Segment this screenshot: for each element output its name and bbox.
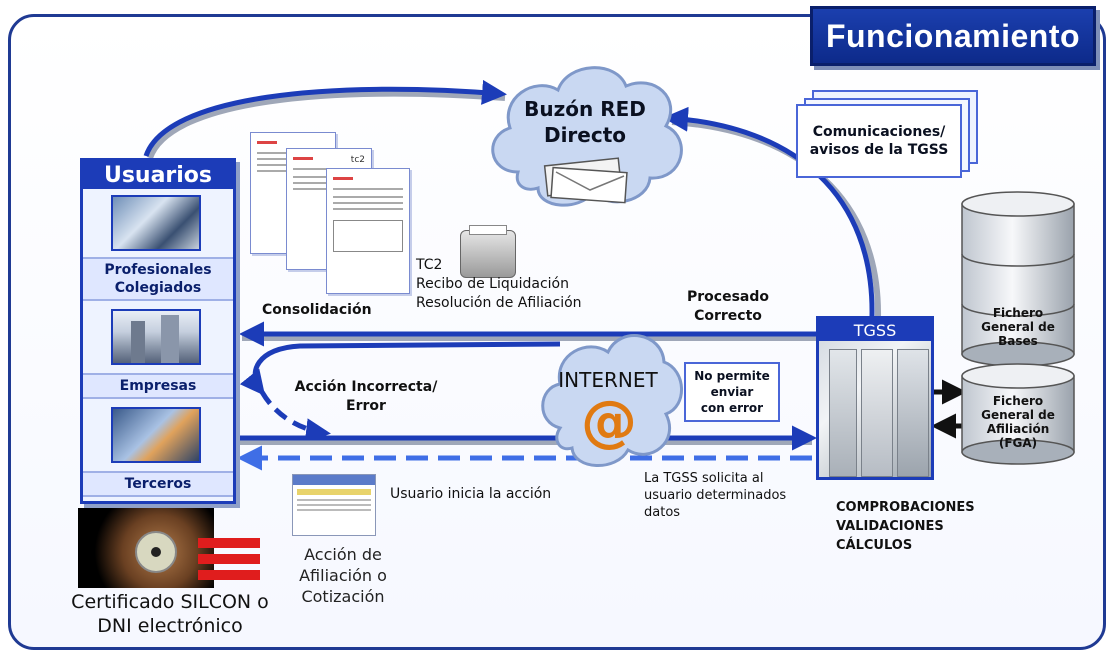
fichero-afiliacion-label: Fichero General de Afiliación (FGA): [981, 394, 1055, 450]
usuarios-item-profesionales: Profesionales Colegiados: [83, 257, 233, 301]
usuarios-item-terceros: Terceros: [83, 471, 233, 497]
consolidacion-label: Consolidación: [262, 302, 372, 318]
fichero-afiliacion-database-icon: [961, 363, 1075, 465]
arrow-accion-incorrecta: [239, 341, 561, 396]
fichero-bases-database-icon: [961, 191, 1075, 366]
tgss-solicita-label: La TGSS solicita al usuario determinados…: [644, 471, 787, 520]
comprobaciones-label: COMPROBACIONES VALIDACIONES CÁLCULOS: [836, 500, 975, 553]
procesado-correcto-label: Procesado Correcto: [687, 289, 769, 324]
buzon-label: Buzón RED Directo: [524, 97, 646, 147]
at-sign-icon: @: [581, 389, 637, 454]
internet-label: INTERNET: [558, 368, 658, 392]
buzon-cloud: [491, 66, 683, 207]
usuarios-panel: Usuarios Profesionales Colegiados Empres…: [80, 158, 236, 504]
comunicaciones-note: Comunicaciones/ avisos de la TGSS: [796, 104, 962, 178]
fichero-bases-label: Fichero General de Bases: [981, 306, 1055, 348]
printer-icon: [460, 225, 516, 278]
certificado-label: Certificado SILCON o DNI electrónico: [71, 591, 269, 637]
usuarios-item-empresas: Empresas: [83, 373, 233, 399]
arrow-usuarios-to-buzon: [147, 90, 506, 160]
document-tc2-label: tc2: [350, 155, 365, 165]
usuario-inicia-label: Usuario inicia la acción: [390, 486, 552, 502]
accion-incorrecta-label: Acción Incorrecta/ Error: [294, 379, 438, 414]
cd-disc-icon: [135, 531, 177, 573]
internet-cloud: [541, 334, 683, 467]
usuarios-header: Usuarios: [83, 161, 233, 189]
arrow-usuarios-to-buzon-blue: [143, 79, 507, 157]
document-3: [326, 168, 410, 294]
screen-thumbnail: [292, 474, 376, 536]
empresas-photo: [111, 309, 201, 365]
terceros-photo: [111, 407, 201, 463]
envelope-icon: [543, 157, 628, 204]
page-title: Funcionamiento: [810, 6, 1096, 66]
documentos-label: TC2 Recibo de Liquidación Resolución de …: [416, 257, 582, 311]
profesionales-photo: [111, 195, 201, 251]
silcon-logo: [198, 538, 260, 584]
accion-afiliacion-label: Acción de Afiliación o Cotización: [299, 545, 387, 606]
certificado-photo: [78, 508, 214, 588]
tgss-panel: TGSS: [816, 316, 934, 480]
tgss-header: TGSS: [819, 319, 931, 341]
no-permite-note: No permite enviar con error: [684, 362, 780, 422]
arrow-accion-incorrecta-dashed: [259, 390, 331, 444]
